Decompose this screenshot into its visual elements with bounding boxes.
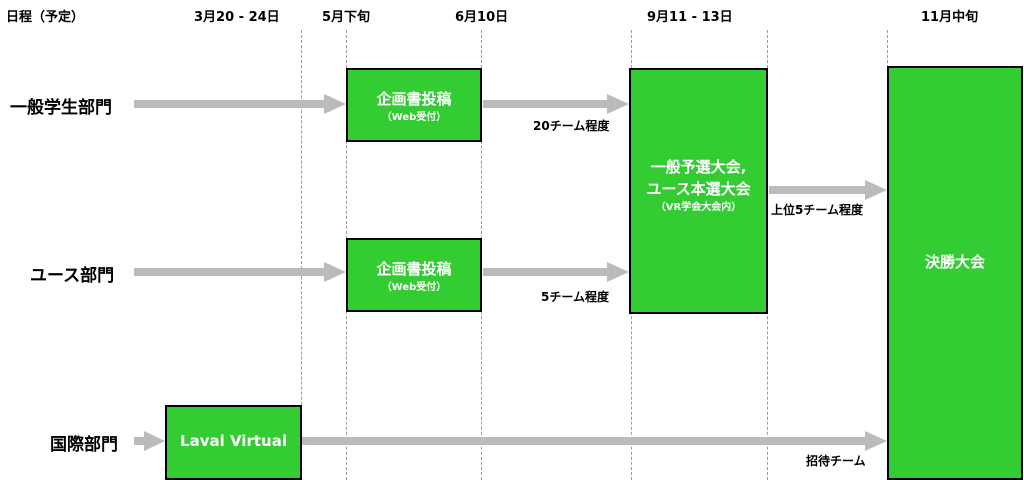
note-invited: 招待チーム bbox=[806, 454, 866, 468]
arrow-general-to-proposal bbox=[134, 100, 326, 108]
arrow-international-to-laval bbox=[134, 437, 146, 445]
proposal-box-general: 企画書投稿 （Web受付） bbox=[346, 68, 482, 142]
final-title: 決勝大会 bbox=[924, 253, 985, 271]
arrow-general-to-proposal-head bbox=[324, 94, 346, 114]
note-youth-count: 5チーム程度 bbox=[541, 290, 609, 304]
prelim-title-line2: ユース本選大会 bbox=[646, 180, 751, 198]
arrow-laval-to-final bbox=[302, 437, 867, 445]
arrow-youth-to-proposal-head bbox=[324, 262, 346, 282]
note-general-count: 20チーム程度 bbox=[533, 119, 610, 133]
prelim-title-line1: 一般予選大会, bbox=[650, 158, 747, 176]
date-header-march: 3月20 - 24日 bbox=[194, 10, 280, 25]
proposal-subtitle: （Web受付） bbox=[381, 112, 447, 123]
arrow-proposal-to-prelim bbox=[483, 100, 609, 108]
date-header-june-10: 6月10日 bbox=[455, 10, 509, 25]
date-header-late-may: 5月下旬 bbox=[322, 10, 371, 25]
arrow-prelim-to-final-head bbox=[865, 180, 887, 200]
proposal-title: 企画書投稿 bbox=[376, 90, 452, 108]
note-top-count: 上位5チーム程度 bbox=[771, 203, 863, 217]
arrow-prelim-to-final bbox=[769, 186, 867, 194]
row-label-youth: ユース部門 bbox=[30, 266, 115, 286]
arrow-youth-proposal-to-prelim-head bbox=[607, 262, 629, 282]
row-label-general: 一般学生部門 bbox=[10, 98, 112, 118]
arrow-youth-to-proposal bbox=[134, 268, 326, 276]
schedule-label: 日程（予定） bbox=[6, 10, 85, 25]
prelim-box: 一般予選大会, ユース本選大会 （VR学会大会内） bbox=[629, 68, 768, 314]
final-box: 決勝大会 bbox=[887, 66, 1023, 480]
laval-box: Laval Virtual bbox=[165, 405, 302, 480]
arrow-international-to-laval-head bbox=[144, 431, 165, 451]
row-label-international: 国際部門 bbox=[50, 435, 118, 455]
laval-title: Laval Virtual bbox=[180, 432, 287, 450]
guide-line bbox=[301, 30, 302, 480]
arrow-youth-proposal-to-prelim bbox=[483, 268, 609, 276]
date-header-september: 9月11 - 13日 bbox=[647, 10, 733, 25]
arrow-proposal-to-prelim-head bbox=[607, 94, 629, 114]
arrow-laval-to-final-head bbox=[865, 431, 887, 451]
proposal-title: 企画書投稿 bbox=[376, 260, 452, 278]
proposal-box-youth: 企画書投稿 （Web受付） bbox=[346, 238, 482, 312]
prelim-subtitle: （VR学会大会内） bbox=[655, 202, 742, 213]
proposal-subtitle: （Web受付） bbox=[381, 282, 447, 293]
date-header-mid-november: 11月中旬 bbox=[921, 10, 979, 25]
